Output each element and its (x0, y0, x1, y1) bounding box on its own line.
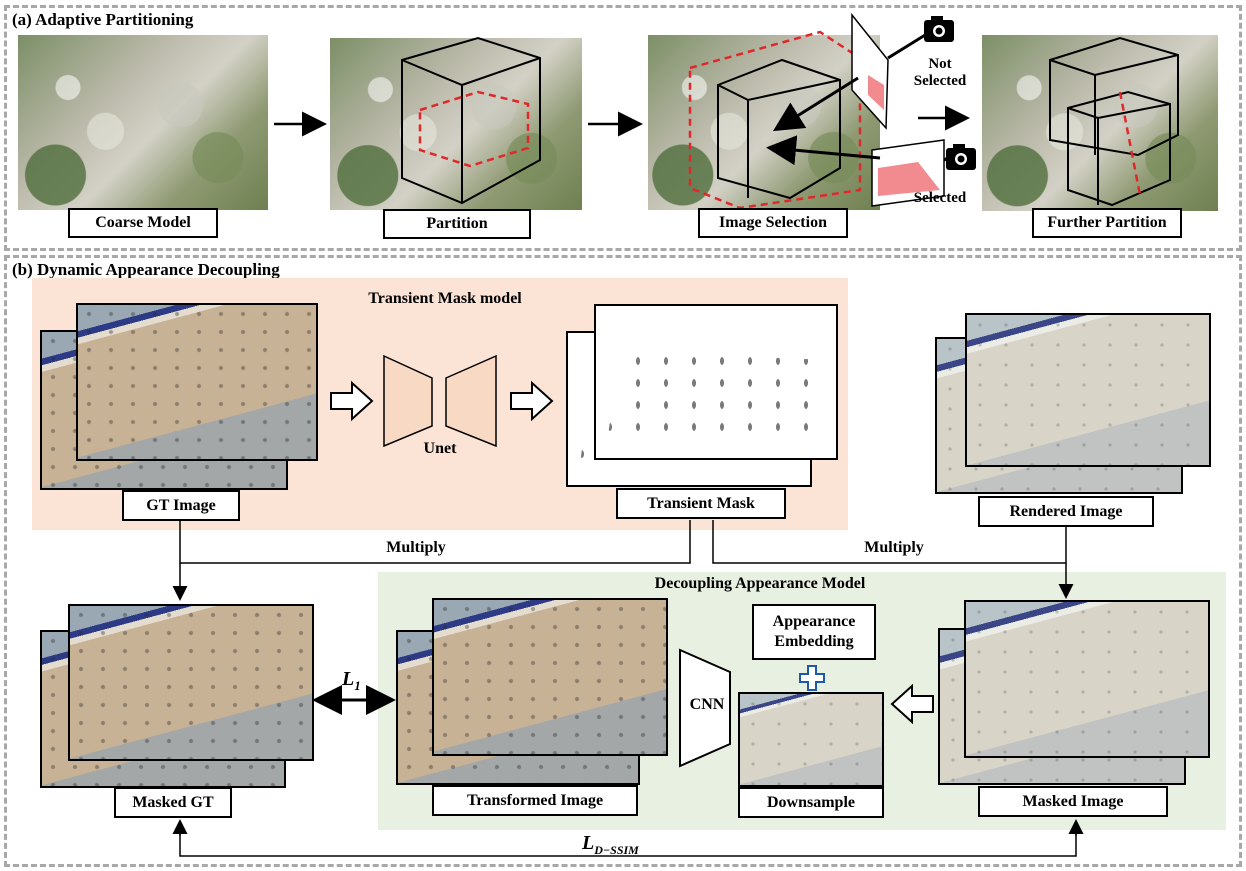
section-a-title: (a) Adaptive Partitioning (12, 10, 194, 29)
l1-letter: L (342, 668, 355, 690)
appearance-embedding-box: Appearance Embedding (752, 604, 876, 660)
gt-image-front (76, 303, 318, 461)
decoupling-panel-title: Decoupling Appearance Model (654, 575, 866, 592)
image-selection-image (648, 35, 880, 210)
section-b-frame (4, 255, 1242, 867)
selection-red-dashed (688, 30, 862, 210)
further-partition-label: Further Partition (1032, 208, 1182, 238)
hollow-arrow-unet-to-mask (510, 380, 554, 422)
partition-red-dashed (418, 90, 530, 168)
partition-label: Partition (383, 209, 531, 239)
rendered-image-front (965, 313, 1211, 467)
transient-mask-front (594, 304, 838, 460)
ldssim-label: LD−SSIM (582, 832, 639, 858)
multiply-line-right (712, 520, 1067, 564)
multiply-line-left (179, 520, 691, 564)
partition-cube (401, 36, 541, 205)
section-a-frame (4, 5, 1242, 251)
coarse-model-image (18, 35, 268, 210)
cnn-shape (679, 648, 731, 768)
selected-label: Selected (913, 190, 967, 206)
ldssim-subscript: D−SSIM (594, 843, 639, 857)
transformed-image-label: Transformed Image (432, 785, 638, 816)
transient-panel-title: Transient Mask model (368, 290, 522, 307)
plus-icon (799, 665, 825, 691)
downsample-label: Downsample (738, 787, 884, 818)
transient-mask-label: Transient Mask (616, 488, 786, 519)
ldssim-letter: L (582, 832, 595, 854)
masked-image-front (964, 600, 1210, 758)
unet-decoder (445, 354, 497, 448)
further-cube (1049, 36, 1179, 207)
cnn-label: CNN (689, 696, 725, 713)
coarse-model-label: Coarse Model (68, 208, 218, 238)
camera-icon-bottom (946, 144, 976, 170)
multiply-left-label: Multiply (386, 539, 446, 556)
multiply-right-label: Multiply (864, 539, 924, 556)
not-selected-label: Not Selected (913, 56, 967, 89)
hollow-arrow-masked-to-downsample (890, 683, 934, 725)
section-b-title: (b) Dynamic Appearance Decoupling (12, 260, 280, 279)
rendered-image-label: Rendered Image (978, 496, 1154, 527)
unet-label: Unet (423, 440, 457, 457)
masked-image-label: Masked Image (978, 786, 1168, 817)
hollow-arrow-gt-to-unet (330, 380, 374, 422)
gt-image-label: GT Image (122, 490, 240, 521)
unet-encoder (383, 354, 433, 448)
image-selection-label: Image Selection (698, 208, 848, 238)
ldssim-line (179, 826, 1077, 857)
camera-icon-top (924, 16, 954, 42)
downsample-image (738, 692, 884, 787)
l1-label: L1 (342, 668, 361, 694)
selection-cube (717, 58, 841, 200)
l1-subscript: 1 (354, 678, 361, 693)
transformed-image-front (432, 598, 668, 756)
masked-gt-front (68, 604, 314, 761)
masked-gt-label: Masked GT (114, 787, 232, 818)
